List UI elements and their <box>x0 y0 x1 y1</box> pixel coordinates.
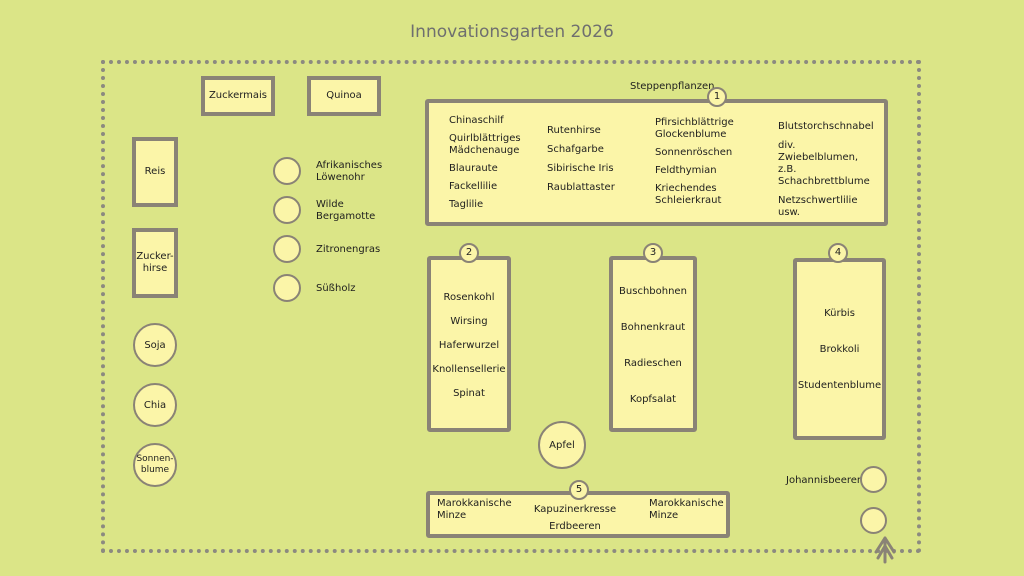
plant: div. Zwiebelblumen, z.B. Schachbrettblum… <box>778 140 870 187</box>
steppe-col4: Blutstorchschnabel div. Zwiebelblumen, z… <box>778 121 878 219</box>
plant: Raublattaster <box>547 182 615 193</box>
bed-zuckermais: Zuckermais <box>201 76 275 116</box>
bed-5-center-2: Erdbeeren <box>549 521 601 532</box>
circle-sonnenblume: Sonnen- blume <box>133 443 177 487</box>
reis-label: Reis <box>144 166 166 177</box>
plant: Rosenkohl <box>443 292 495 303</box>
plan-title: Innovationsgarten 2026 <box>410 22 614 42</box>
bed-4-plants: Kürbis Brokkoli Studentenblume <box>793 308 886 392</box>
herb-circle-1 <box>273 157 301 185</box>
bed-3 <box>609 256 697 432</box>
plant: Haferwurzel <box>438 340 500 351</box>
bed-5-left: Marokkanische Minze <box>437 498 512 521</box>
herb-label-2: Wilde Bergamotte <box>316 199 376 222</box>
plant: Blauraute <box>449 163 498 174</box>
garden-fence <box>101 60 921 553</box>
north-arrow-icon <box>874 536 896 564</box>
plant: Pfirsichblättrige Glockenblume <box>655 117 734 140</box>
zuckerhirse-label: Zucker- hirse <box>136 251 174 274</box>
circle-chia: Chia <box>133 383 177 427</box>
apfel-label: Apfel <box>549 439 575 451</box>
currant-circle-1 <box>860 466 887 493</box>
steppe-label: Steppenpflanzen <box>630 81 715 92</box>
bed-zuckerhirse: Zucker- hirse <box>132 228 178 298</box>
plant: Sonnenröschen <box>655 147 733 158</box>
steppe-col1: Chinaschilf Quirlblättriges Mädchenauge … <box>449 115 539 211</box>
plant: Radieschen <box>624 358 682 369</box>
plant: Knollensellerie <box>432 364 506 375</box>
bed-3-plants: Buschbohnen Bohnenkraut Radieschen Kopfs… <box>609 286 697 406</box>
zuckermais-label: Zuckermais <box>208 90 268 101</box>
plant: Wirsing <box>450 316 488 327</box>
bed-1-steppe <box>425 99 888 226</box>
soja-label: Soja <box>144 339 166 351</box>
plant: Taglilie <box>449 199 484 210</box>
tree-apfel: Apfel <box>538 421 586 469</box>
plant: Brokkoli <box>819 344 860 355</box>
currant-circle-2 <box>860 507 887 534</box>
plant: Buschbohnen <box>619 286 687 297</box>
bed-2 <box>427 256 511 432</box>
plant: Rutenhirse <box>547 125 601 136</box>
herb-label-1: Afrikanisches Löwenohr <box>316 160 383 183</box>
bed-3-number: 3 <box>643 243 663 263</box>
plant: Chinaschilf <box>449 115 504 126</box>
circle-soja: Soja <box>133 323 177 367</box>
bed-reis: Reis <box>132 137 178 207</box>
bed-1-number: 1 <box>707 87 727 107</box>
plant: Fackellilie <box>449 181 498 192</box>
plant: Kriechendes Schleierkraut <box>655 183 722 206</box>
plant: Sibirische Iris <box>547 163 614 174</box>
steppe-col2: Rutenhirse Schafgarbe Sibirische Iris Ra… <box>547 125 637 194</box>
herb-label-4: Süßholz <box>316 283 356 294</box>
bed-5-right: Marokkanische Minze <box>649 498 724 521</box>
bed-5-number: 5 <box>569 480 589 500</box>
bed-2-plants: Rosenkohl Wirsing Haferwurzel Knollensel… <box>427 292 511 400</box>
steppe-col3: Pfirsichblättrige Glockenblume Sonnenrös… <box>655 117 755 207</box>
plant: Schafgarbe <box>547 144 604 155</box>
plant: Feldthymian <box>655 165 717 176</box>
plant: Kopfsalat <box>629 394 677 405</box>
bed-5-center-1: Kapuzinerkresse <box>533 504 617 515</box>
plant: Quirlblättriges Mädchenauge <box>449 133 521 156</box>
herb-circle-4 <box>273 274 301 302</box>
plant: Kürbis <box>824 308 855 319</box>
herb-label-3: Zitronengras <box>316 244 381 255</box>
bed-2-number: 2 <box>459 243 479 263</box>
bed-quinoa: Quinoa <box>307 76 381 116</box>
bed-4-number: 4 <box>828 243 848 263</box>
johannisbeeren-label: Johannisbeeren <box>786 475 864 486</box>
herb-circle-2 <box>273 196 301 224</box>
chia-label: Chia <box>143 399 167 411</box>
herb-circle-3 <box>273 235 301 263</box>
plant: Netzschwertlilie usw. <box>778 195 858 218</box>
plant: Spinat <box>453 388 485 399</box>
plant: Blutstorchschnabel <box>778 121 874 132</box>
quinoa-label: Quinoa <box>326 90 362 101</box>
plant: Studentenblume <box>797 380 882 391</box>
sonnenblume-label: Sonnen- blume <box>136 454 174 475</box>
plant: Bohnenkraut <box>620 322 686 333</box>
